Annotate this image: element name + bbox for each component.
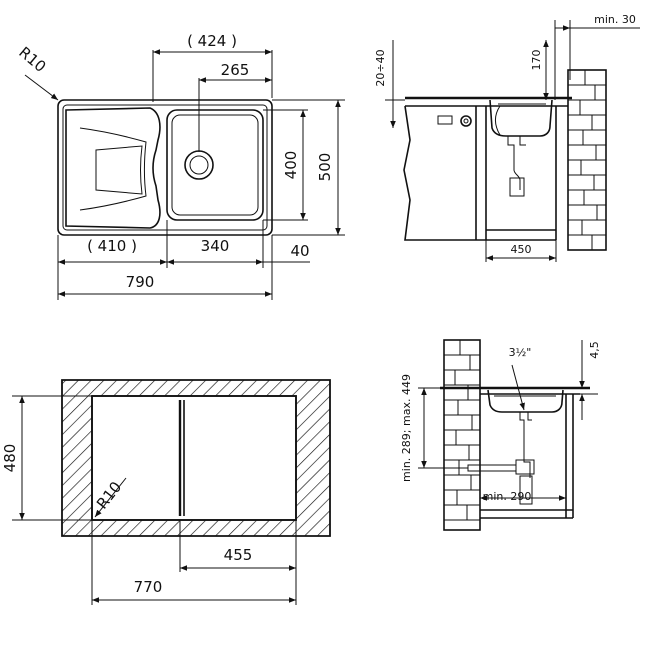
siphon (519, 475, 533, 505)
dim-480: 480 (1, 444, 19, 473)
bowl-drain (184, 150, 214, 180)
dim-424: ( 424 ) (187, 32, 237, 50)
sink-bowl-inner (171, 114, 259, 216)
dim-455: 455 (224, 546, 253, 564)
radius-r10-cutout: R10 (93, 478, 125, 512)
dim-4-5: 4,5 (588, 341, 601, 359)
dim-410: ( 410 ) (87, 237, 137, 255)
dim-min-290: min. 290 (483, 490, 532, 503)
radius-r10-top: R10 (15, 43, 49, 76)
lower-drain-pipe (519, 412, 531, 478)
dim-790: 790 (126, 273, 155, 291)
countertop-hatch (61, 379, 331, 537)
cabinet-side-view: min. 30 170 20÷40 (374, 13, 640, 262)
drainer-recess (95, 145, 143, 195)
sink-bowl (166, 109, 264, 221)
dim-450: 450 (511, 243, 532, 256)
drain-trap (509, 177, 525, 197)
dim-170: 170 (530, 50, 543, 71)
bowl-drain-inner (189, 155, 209, 175)
dim-40: 40 (290, 242, 309, 260)
dim-265: 265 (221, 61, 250, 79)
tap-knob (460, 115, 472, 127)
dim-3-5-inch: 3½" (509, 346, 532, 359)
sink-outline (57, 99, 273, 236)
brick-wall (567, 69, 607, 251)
dim-min-30: min. 30 (594, 13, 636, 26)
dim-500: 500 (316, 153, 334, 182)
dim-340: 340 (201, 237, 230, 255)
bowl-section (489, 99, 553, 137)
lower-bowl-section (487, 389, 564, 413)
dim-400: 400 (282, 151, 300, 180)
cutout-opening (91, 395, 297, 521)
cabinet-front (403, 105, 486, 241)
dim-289-449: min. 289; max. 449 (400, 374, 413, 482)
dim-770: 770 (134, 578, 163, 596)
sink-inner-rim (62, 104, 268, 231)
drain-installation-view: 3½" 4,5 min. 289; max. 449 min. 290 (400, 339, 601, 531)
cutout-view: R10 480 455 770 (1, 379, 331, 605)
drainer-groove (79, 127, 147, 211)
waste-outlet (467, 464, 517, 472)
brick-wall-lower (443, 339, 481, 531)
dim-20-40: 20÷40 (374, 49, 387, 86)
drain-pipe (507, 136, 521, 190)
sink-top-view: ( 424 ) 265 R10 400 500 ( 410 ) 340 40 7… (15, 32, 345, 300)
drainer-board (65, 107, 161, 229)
